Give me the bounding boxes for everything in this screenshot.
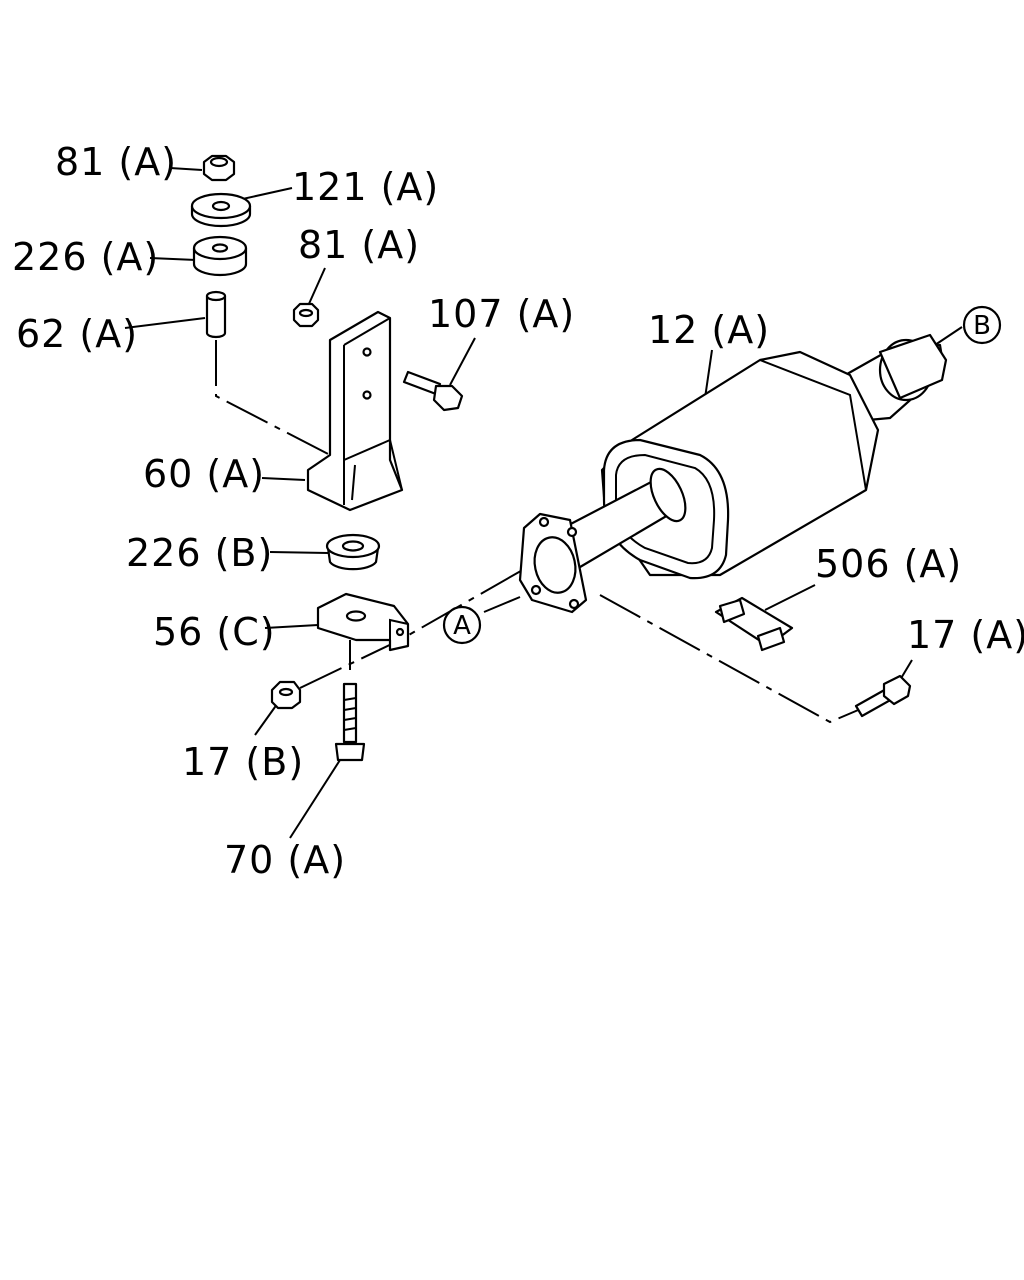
bolt-107a (402, 370, 464, 412)
ref-circle-a-letter: A (453, 611, 471, 641)
leader-lines (124, 167, 963, 839)
nut-81a-top (202, 154, 236, 182)
label-226b: 226 (B) (126, 531, 273, 575)
label-107a: 107 (A) (428, 292, 575, 336)
part-labels: 81 (A) 121 (A) 226 (A) 81 (A) 62 (A) 107… (12, 140, 1024, 882)
label-17a: 17 (A) (907, 613, 1024, 657)
label-60a: 60 (A) (143, 452, 265, 496)
nut-81a-mid (292, 302, 320, 328)
washer-121a (190, 192, 252, 228)
ref-circle-a: A (442, 605, 482, 645)
label-506a: 506 (A) (815, 542, 962, 586)
nut-17b (270, 680, 302, 710)
label-121a: 121 (A) (292, 165, 439, 209)
rubber-226a (192, 235, 248, 277)
rubber-226b (325, 533, 381, 571)
bracket-56c (316, 592, 410, 652)
label-81a-top: 81 (A) (55, 140, 177, 184)
label-12a: 12 (A) (648, 308, 770, 352)
bolt-70a (334, 682, 366, 762)
ref-circle-b: B (962, 305, 1002, 345)
stud-506a (714, 596, 794, 652)
label-81a-mid: 81 (A) (298, 223, 420, 267)
ref-circle-b-letter: B (973, 311, 991, 341)
label-226a: 226 (A) (12, 235, 159, 279)
flange-gasket (518, 512, 588, 614)
label-17b: 17 (B) (182, 740, 304, 784)
muffler-12a (538, 333, 948, 580)
label-56c: 56 (C) (153, 610, 276, 654)
label-70a: 70 (A) (224, 838, 346, 882)
label-62a: 62 (A) (16, 312, 138, 356)
bracket-60a (306, 310, 404, 512)
bolt-17a (854, 674, 912, 718)
collar-62a (205, 290, 227, 339)
